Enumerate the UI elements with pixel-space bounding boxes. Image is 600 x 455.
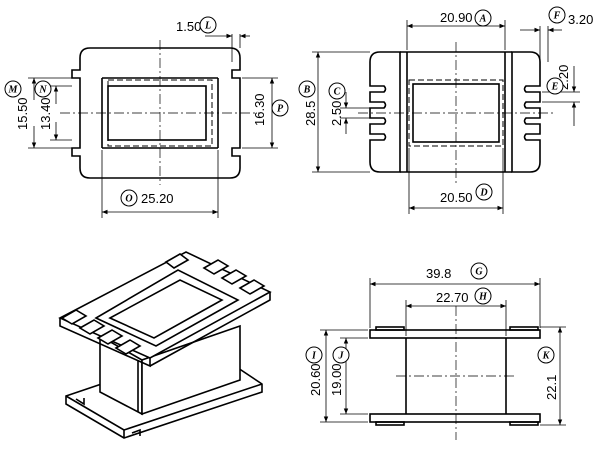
- dim-L-tag: L: [204, 21, 211, 32]
- dim-F-tag-circle: [548, 6, 566, 24]
- dim-I-tag-circle: [305, 346, 323, 364]
- top-left-view: 1.50 L 15.50 M 13.40 N O 25.20 16.30 P: [4, 16, 289, 218]
- dim-O-tag-circle: [120, 189, 138, 207]
- dim-B-tag-circle: [298, 80, 316, 98]
- isometric-view: [58, 251, 272, 439]
- dim-P-tag: P: [277, 104, 284, 115]
- dim-F-tag: F: [553, 11, 561, 22]
- dim-K-tag-circle: [537, 346, 555, 364]
- dim-D-tag: D: [479, 188, 487, 199]
- dim-P-value: 16.30: [252, 93, 267, 126]
- dim-L-value: 1.50: [176, 19, 201, 34]
- dim-N-tag: N: [38, 85, 47, 96]
- dim-I-value: 20.60: [308, 363, 323, 396]
- dim-D-value: 20.50: [440, 190, 473, 205]
- dim-G-tag: G: [475, 267, 483, 278]
- dim-M-tag-circle: [4, 80, 22, 98]
- dim-O-tag: O: [125, 194, 132, 205]
- dim-N-value: 13.40: [38, 97, 53, 130]
- dim-G-value: 39.8: [426, 266, 451, 281]
- dim-H-tag: H: [478, 292, 488, 303]
- dim-K-tag: K: [542, 351, 551, 362]
- dim-M-value: 15.50: [15, 97, 30, 130]
- dim-E-tag-circle: [546, 77, 564, 95]
- dim-E-tag: E: [551, 82, 559, 93]
- dim-G-tag-circle: [470, 262, 488, 280]
- dim-F-value: 3.20: [568, 12, 593, 27]
- dim-O-value: 25.20: [141, 191, 174, 206]
- dim-C-tag-circle: [328, 82, 346, 100]
- dim-A-tag-circle: [474, 9, 492, 27]
- dim-A-value: 20.90: [440, 10, 473, 25]
- dim-C-tag: C: [334, 87, 341, 98]
- dim-C-value: 2.50: [329, 101, 344, 126]
- dim-B-value: 28.5: [303, 101, 318, 126]
- dim-B-tag: B: [303, 85, 311, 96]
- dim-K-value: 22.1: [544, 375, 559, 400]
- top-right-view: 20.90 A F 3.20 2.20 E 28.5 B 2.50 C: [298, 6, 593, 214]
- dim-N-tag-circle: [34, 80, 52, 98]
- dim-M-tag: M: [8, 85, 19, 96]
- dim-H-value: 22.70: [436, 290, 469, 305]
- dim-J-tag: J: [338, 351, 345, 362]
- dim-J-tag-circle: [332, 346, 350, 364]
- dim-I-tag: I: [311, 351, 317, 362]
- bottom-right-view: 39.8 G 22.70 H 20.60 I 19.00 J 22.1 K: [305, 262, 566, 440]
- dim-P-tag-circle: [271, 99, 289, 117]
- dim-J-value: 19.00: [329, 363, 344, 396]
- dim-H-tag-circle: [474, 287, 492, 305]
- dim-D-tag-circle: [475, 183, 493, 201]
- dim-A-tag: A: [479, 14, 487, 25]
- dim-L-tag-circle: [199, 16, 217, 34]
